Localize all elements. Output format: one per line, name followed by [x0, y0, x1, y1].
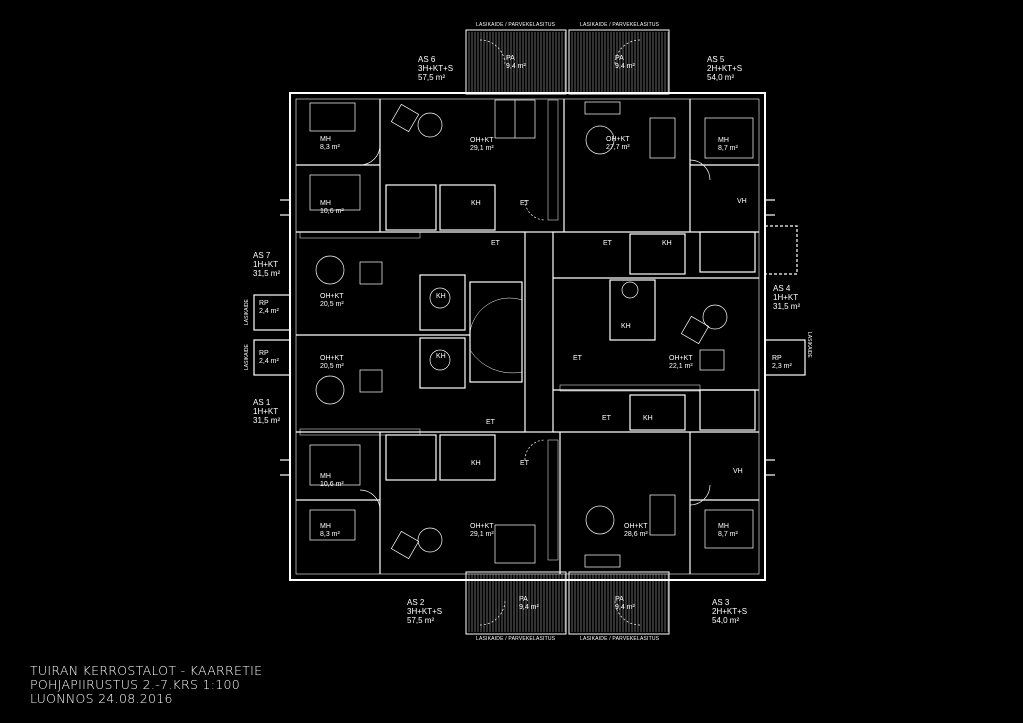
- balcony-top-right: [568, 29, 670, 95]
- elevator-shaft: [524, 231, 554, 433]
- kitchen-counter: [299, 428, 421, 436]
- bathroom-as6: [439, 184, 496, 231]
- bathroom-as1: [419, 337, 466, 389]
- tag-et-as5: ET: [603, 240, 612, 247]
- drawing-title-block: TUIRAN KERROSTALOT - KAARRETIE POHJAPIIR…: [30, 664, 262, 706]
- kitchen-counter: [299, 231, 421, 239]
- window-box-as5: [764, 225, 798, 275]
- tag-kh-as1: KH: [436, 353, 446, 360]
- side-label-left-lower: LASIKAIDE: [244, 344, 250, 370]
- tag-et-as4: ET: [573, 355, 582, 362]
- tag-et-as3: ET: [602, 415, 611, 422]
- bathroom-as3: [629, 394, 686, 431]
- bathroom-as5: [629, 233, 686, 275]
- kitchen-counter: [547, 439, 559, 561]
- draft-date: LUONNOS 24.08.2016: [30, 691, 173, 706]
- balcony-top-left: [465, 29, 567, 95]
- building-outline: [289, 92, 766, 581]
- side-label-right: LASIKAIDE: [806, 332, 812, 358]
- tag-kh-as2: KH: [471, 460, 481, 467]
- tag-et-as6: ET: [520, 200, 529, 207]
- balcony-bottom-left: [465, 571, 567, 635]
- tag-et-as7: ET: [491, 240, 500, 247]
- tag-vh-as3: VH: [733, 468, 743, 475]
- stair-core: [469, 281, 523, 383]
- kitchen-counter: [559, 384, 701, 392]
- tag-kh-as6: KH: [471, 200, 481, 207]
- side-label-left-upper: LASIKAIDE: [244, 299, 250, 325]
- drawing-subtitle: POHJAPIIRUSTUS 2.-7.KRS 1:100: [30, 677, 241, 692]
- tag-kh-as7: KH: [436, 293, 446, 300]
- tag-et-as1: ET: [486, 419, 495, 426]
- tag-vh-as5: VH: [737, 198, 747, 205]
- side-balcony-as4: [764, 339, 806, 376]
- balcony-label-bottom-left: LASIKAIDE / PARVEKELASITUS: [476, 636, 556, 642]
- bathroom-as4: [609, 279, 656, 341]
- side-balcony-as1: [253, 339, 291, 376]
- side-balcony-as7: [253, 294, 291, 331]
- balcony-label-top-left: LASIKAIDE / PARVEKELASITUS: [476, 22, 556, 28]
- balcony-label-top-right: LASIKAIDE / PARVEKELASITUS: [580, 22, 660, 28]
- tag-et-as2: ET: [520, 460, 529, 467]
- balcony-label-bottom-right: LASIKAIDE / PARVEKELASITUS: [580, 636, 660, 642]
- bathroom-as2: [439, 434, 496, 481]
- kitchen-counter: [547, 99, 559, 221]
- tag-kh-as4: KH: [621, 323, 631, 330]
- bathroom-as7: [419, 274, 466, 331]
- balcony-bottom-right: [568, 571, 670, 635]
- tag-kh-as5: KH: [662, 240, 672, 247]
- project-title: TUIRAN KERROSTALOT - KAARRETIE: [30, 663, 263, 678]
- tag-kh-as3: KH: [643, 415, 653, 422]
